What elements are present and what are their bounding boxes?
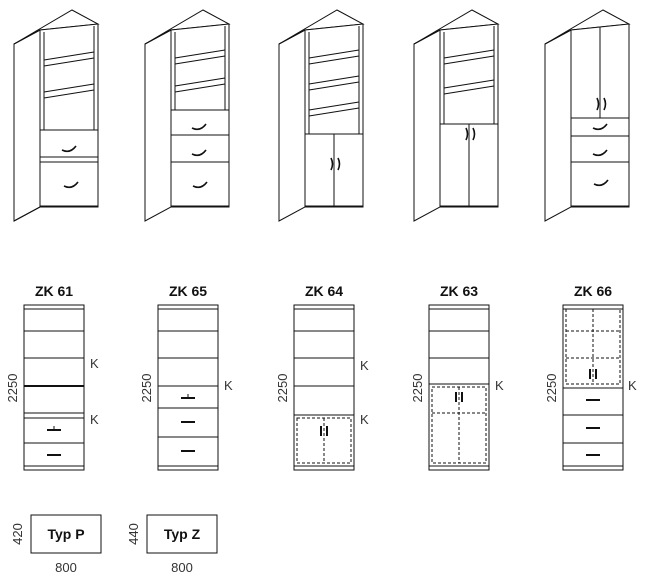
type-width-label-p: 800 <box>55 560 77 575</box>
cabinet-code-zk63: ZK 63 <box>440 283 478 299</box>
type-box-z <box>146 514 218 554</box>
front-cabinet-zk66 <box>562 304 624 471</box>
type-width-label-z: 800 <box>171 560 193 575</box>
lock-mark-zk61-upper: K <box>90 356 99 371</box>
height-label-zk63: 2250 <box>410 374 425 403</box>
type-height-label-z: 440 <box>126 523 141 545</box>
lock-mark-zk64-upper: K <box>360 358 369 373</box>
lock-mark-zk64-lower: K <box>360 412 369 427</box>
lock-mark-zk61-lower: K <box>90 412 99 427</box>
type-label-z: Typ Z <box>164 526 201 542</box>
type-label-p: Typ P <box>47 526 84 542</box>
height-label-zk64: 2250 <box>275 374 290 403</box>
iso-cabinet-zk65 <box>144 9 231 222</box>
front-cabinet-zk61 <box>23 304 85 471</box>
cabinet-code-zk64: ZK 64 <box>305 283 343 299</box>
front-cabinet-zk64 <box>293 304 355 471</box>
lock-mark-zk65: K <box>224 378 233 393</box>
type-box-p <box>30 514 102 554</box>
height-label-zk61: 2250 <box>5 374 20 403</box>
iso-cabinet-zk61 <box>13 9 100 222</box>
iso-cabinet-zk66 <box>544 9 631 222</box>
type-height-label-p: 420 <box>10 523 25 545</box>
lock-mark-zk63: K <box>495 378 504 393</box>
height-label-zk65: 2250 <box>139 374 154 403</box>
cabinet-code-zk61: ZK 61 <box>35 283 73 299</box>
iso-cabinet-zk63 <box>413 9 500 222</box>
iso-cabinet-zk64 <box>278 9 365 222</box>
front-cabinet-zk63 <box>428 304 490 471</box>
height-label-zk66: 2250 <box>544 374 559 403</box>
lock-mark-zk66: K <box>628 378 637 393</box>
cabinet-code-zk65: ZK 65 <box>169 283 207 299</box>
front-cabinet-zk65 <box>157 304 219 471</box>
cabinet-code-zk66: ZK 66 <box>574 283 612 299</box>
